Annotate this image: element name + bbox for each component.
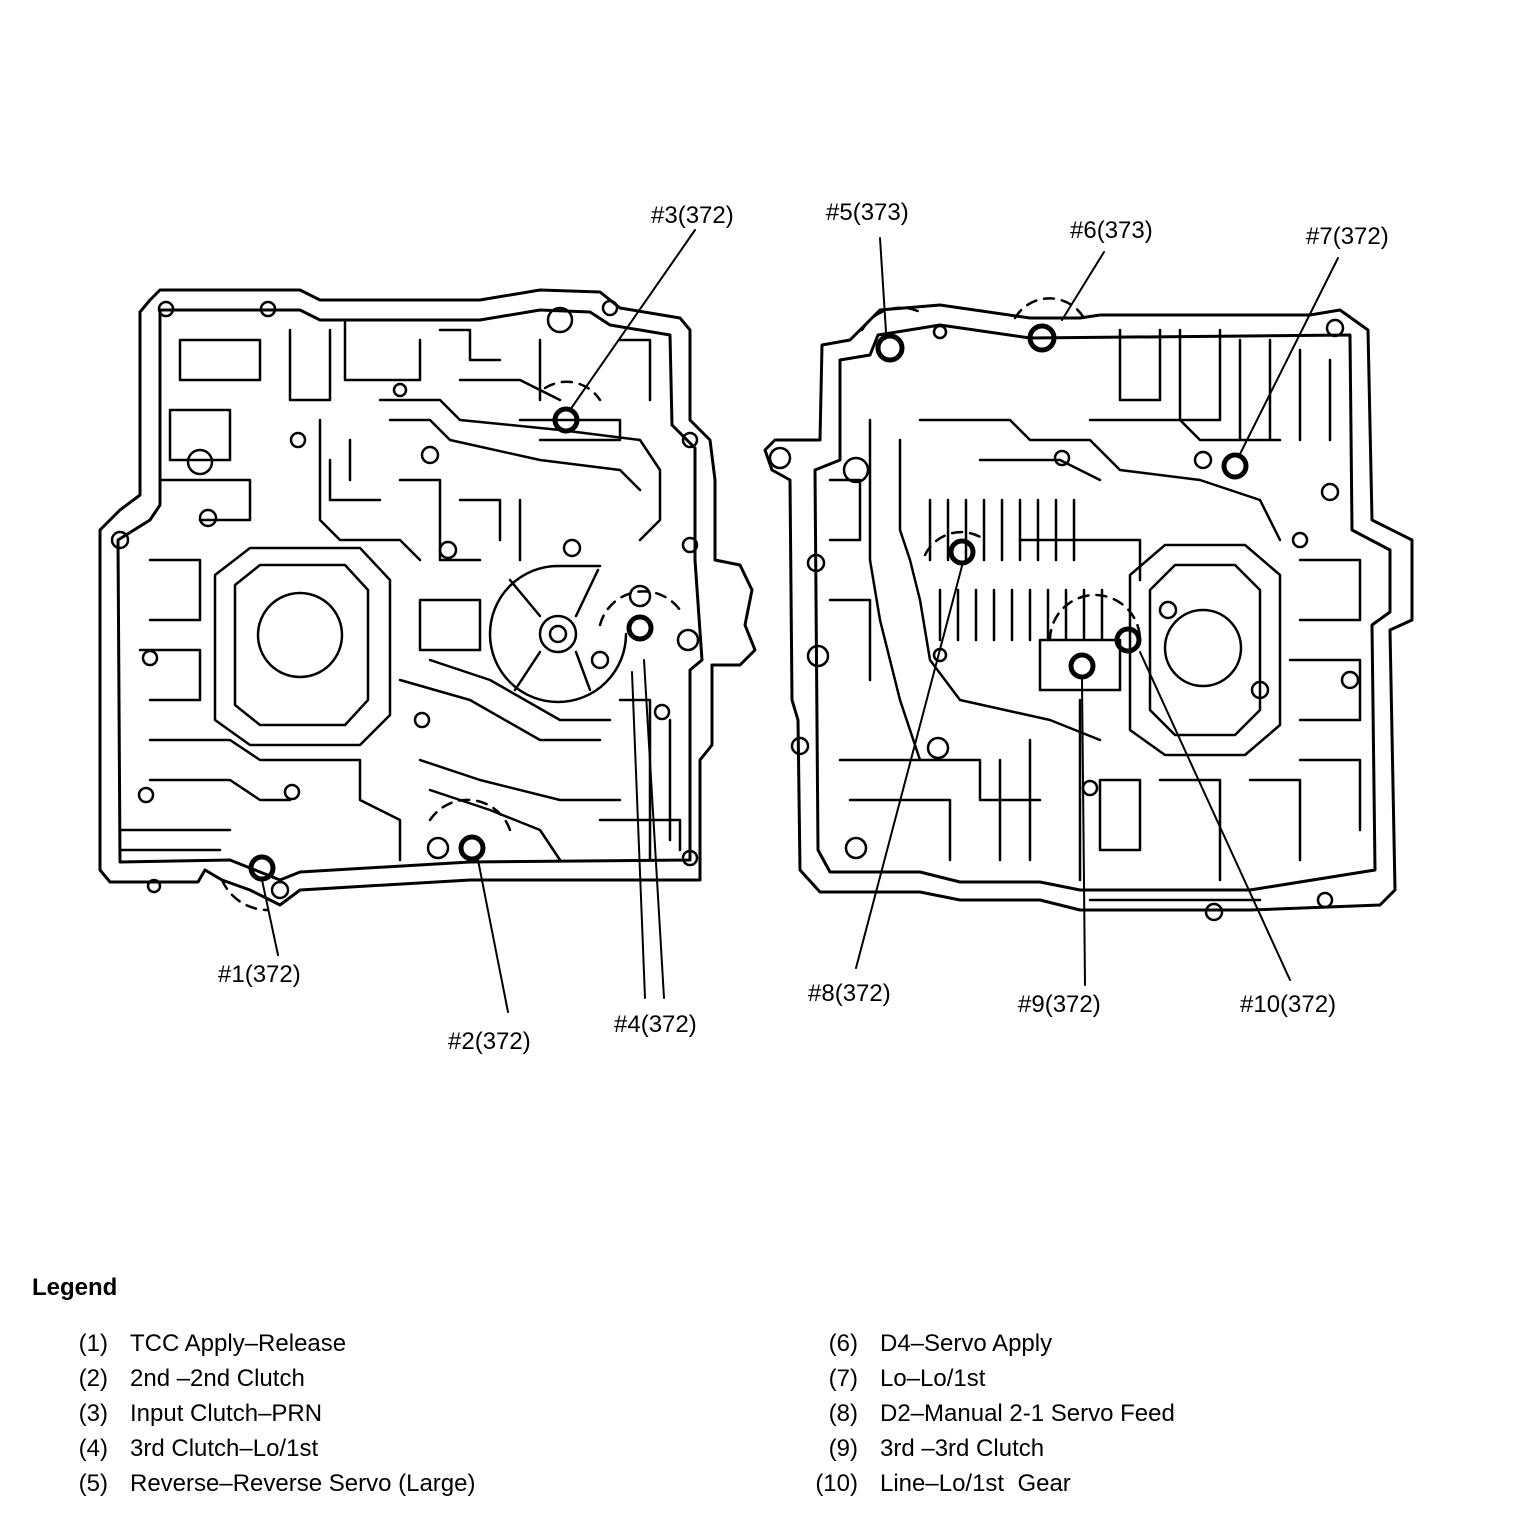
right-check-balls — [875, 323, 1249, 680]
legend-item-text: 3rd –3rd Clutch — [880, 1435, 1045, 1462]
right-valve-body-outline — [763, 303, 1414, 912]
legend-item: (7) Lo–Lo/1st — [810, 1361, 1175, 1396]
legend-item-text: Reverse–Reverse Servo (Large) — [130, 1470, 476, 1497]
check-ball-6 — [1027, 323, 1057, 353]
legend-item: (9) 3rd –3rd Clutch — [810, 1431, 1175, 1466]
legend-item: (5) Reverse–Reverse Servo (Large) — [60, 1466, 476, 1501]
callout-labels: #1(372) #2(372) #3(372) #4(372) #5(373) … — [218, 199, 1389, 1055]
legend-item-number: (3) — [78, 1400, 108, 1427]
valve-body-diagram: #1(372) #2(372) #3(372) #4(372) #5(373) … — [98, 199, 1414, 1055]
legend-item-number: (4) — [78, 1435, 108, 1462]
left-valve-body-passages — [110, 299, 700, 900]
check-ball-3 — [552, 406, 580, 434]
callout-2: #2(372) — [448, 1028, 531, 1055]
check-ball-8 — [948, 538, 976, 566]
check-ball-4 — [626, 614, 654, 642]
legend-item-text: D2–Manual 2-1 Servo Feed — [880, 1400, 1175, 1427]
legend-item-text: Line–Lo/1st Gear — [880, 1470, 1071, 1497]
callout-4: #4(372) — [614, 1011, 697, 1038]
callout-3: #3(372) — [651, 202, 734, 229]
callout-1: #1(372) — [218, 961, 301, 988]
legend-item: (4) 3rd Clutch–Lo/1st — [60, 1431, 475, 1466]
leader-lines — [261, 229, 1339, 1013]
callout-8: #8(372) — [808, 980, 891, 1007]
check-ball-10 — [1114, 626, 1142, 654]
left-valve-body-outline — [98, 288, 757, 907]
legend-item-number: (9) — [828, 1435, 858, 1462]
legend-item-text: D4–Servo Apply — [880, 1330, 1053, 1357]
legend-column-right: (6) D4–Servo Apply (7) Lo–Lo/1st (8) D2–… — [810, 1326, 1175, 1501]
check-ball-5 — [875, 333, 905, 363]
left-check-balls — [248, 406, 654, 882]
legend-item-text: 2nd –2nd Clutch — [130, 1365, 305, 1392]
legend-item: (8) D2–Manual 2-1 Servo Feed — [810, 1396, 1175, 1431]
legend-item-text: Lo–Lo/1st — [880, 1365, 986, 1392]
right-valve-body-passages — [768, 318, 1362, 922]
legend-column-left: (1) TCC Apply–Release (2) 2nd –2nd Clutc… — [60, 1326, 476, 1501]
legend-item-text: Input Clutch–PRN — [130, 1400, 323, 1427]
callout-7: #7(372) — [1306, 223, 1389, 250]
check-ball-2 — [458, 834, 486, 862]
check-ball-1 — [248, 854, 276, 882]
callout-5: #5(373) — [826, 199, 909, 226]
legend-item-number: (10) — [815, 1470, 858, 1497]
legend-item: (2) 2nd –2nd Clutch — [60, 1361, 475, 1396]
legend-item-number: (7) — [828, 1365, 858, 1392]
legend-item-number: (6) — [828, 1330, 858, 1357]
legend-item: (6) D4–Servo Apply — [810, 1326, 1175, 1361]
legend-item: (10) Line–Lo/1st Gear — [810, 1466, 1175, 1501]
check-ball-9 — [1068, 652, 1096, 680]
legend-item: (1) TCC Apply–Release — [60, 1326, 475, 1361]
check-ball-7 — [1221, 452, 1249, 480]
callout-9: #9(372) — [1018, 991, 1101, 1018]
legend-item-text: 3rd Clutch–Lo/1st — [130, 1435, 319, 1462]
right-dashed-gaskets — [860, 297, 1142, 642]
callout-10: #10(372) — [1240, 991, 1336, 1018]
legend-item: (3) Input Clutch–PRN — [60, 1396, 475, 1431]
callout-6: #6(373) — [1070, 217, 1153, 244]
left-dashed-gaskets — [220, 380, 682, 912]
legend-item-number: (8) — [828, 1400, 858, 1427]
legend-item-number: (2) — [78, 1365, 108, 1392]
legend-item-number: (1) — [78, 1330, 108, 1357]
legend-title: Legend — [32, 1274, 118, 1301]
legend-item-number: (5) — [78, 1470, 108, 1497]
legend-item-text: TCC Apply–Release — [130, 1330, 347, 1357]
